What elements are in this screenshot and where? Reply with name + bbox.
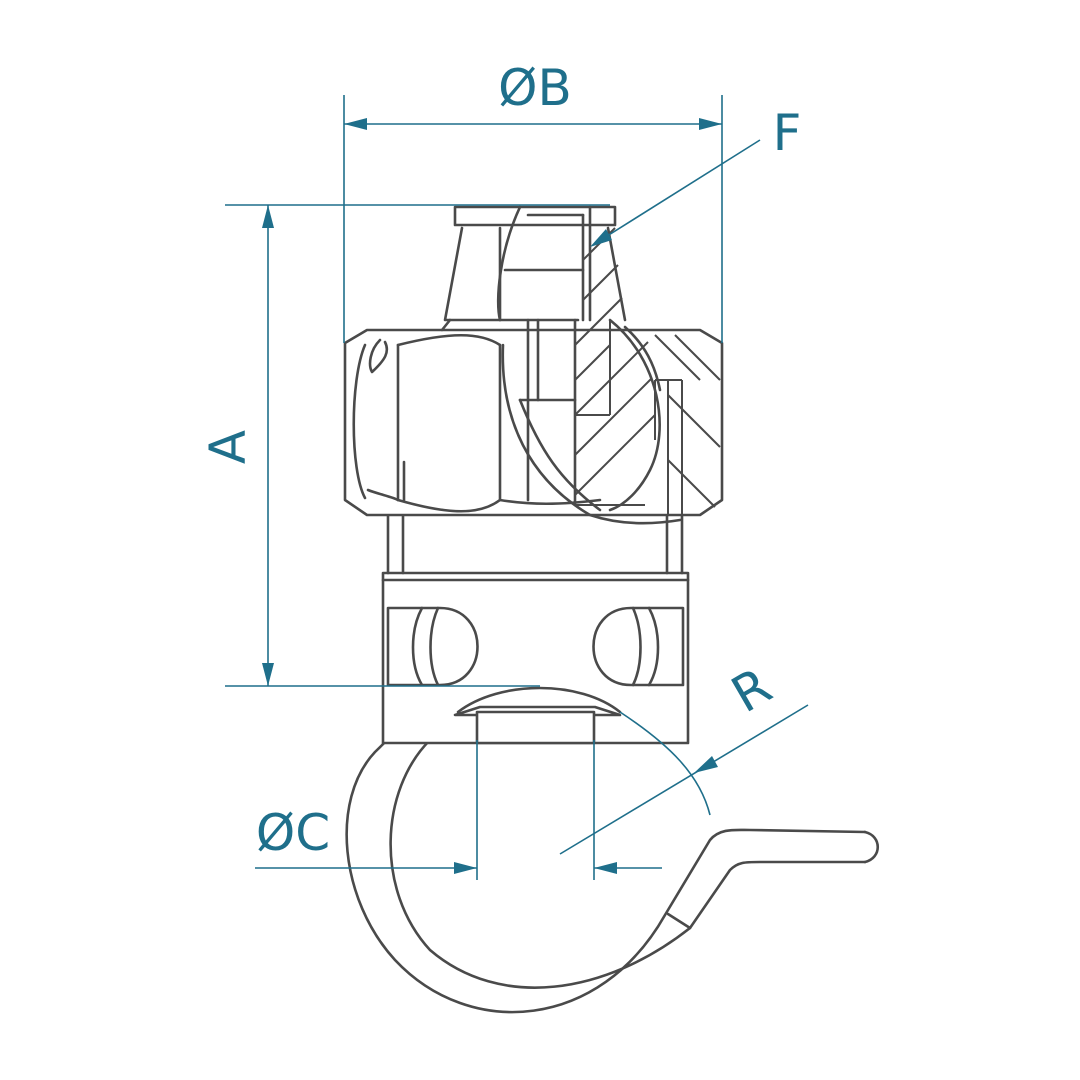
dimension-f-label: F: [773, 104, 802, 162]
dimension-b: ØB: [343, 59, 723, 343]
arrowhead: [694, 756, 718, 773]
arrowhead: [262, 205, 274, 228]
fitting-part: [343, 205, 880, 1014]
arrowhead: [344, 118, 367, 130]
dimension-a-label: A: [199, 430, 257, 464]
arrowhead: [262, 663, 274, 686]
arrowhead: [590, 229, 612, 247]
top-cap: [440, 205, 627, 332]
hex-nut: [343, 318, 724, 517]
arrowhead: [454, 862, 477, 874]
inner-bore: [501, 318, 682, 525]
dimension-a: A: [199, 204, 610, 687]
dimension-f: F: [590, 104, 801, 247]
lower-body: [381, 571, 690, 745]
dimension-r-label: R: [722, 656, 781, 724]
arrowhead: [699, 118, 722, 130]
dimension-c-label: ØC: [256, 804, 330, 862]
neck: [386, 513, 684, 575]
dimension-c: ØC: [255, 740, 662, 880]
arrowhead: [594, 862, 617, 874]
dimension-b-label: ØB: [498, 59, 572, 117]
section-hatching: [574, 227, 721, 515]
